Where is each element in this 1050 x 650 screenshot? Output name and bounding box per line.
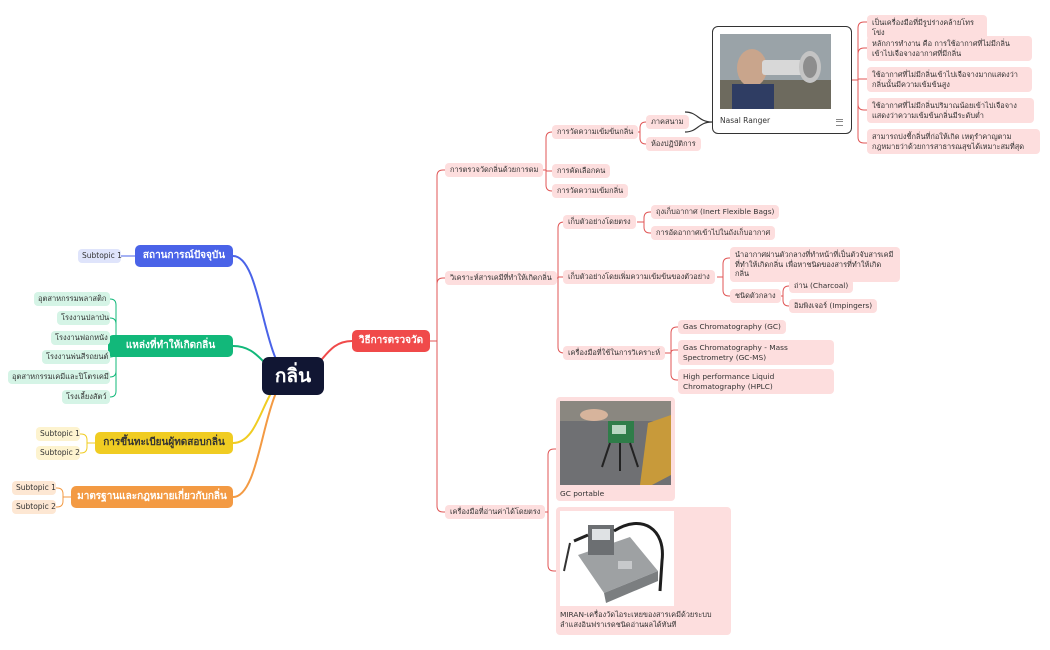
source-petrochemical[interactable]: อุตสาหกรรมเคมีและปิโตรเคมี — [8, 370, 110, 384]
link-tools-0 — [665, 326, 678, 354]
source-animal-farm[interactable]: โรงเลี้ยงสัตว์ — [62, 390, 110, 404]
link-source-sub-0 — [108, 298, 117, 347]
source-plastic[interactable]: อุตสาหกรรมพลาสติก — [34, 292, 110, 306]
link-card-note-1 — [852, 47, 867, 81]
link-method-instruments — [430, 340, 445, 513]
source-car-paint[interactable]: โรงงานพ่นสีรถยนต์ — [42, 350, 110, 364]
register-subtopic-1[interactable]: Subtopic 1 — [36, 427, 80, 441]
note-high-concentration[interactable]: ใช้อากาศที่ไม่มีกลิ่นเข้าไปเจือจางมากแสด… — [867, 67, 1032, 93]
sorbent-description[interactable]: นำอากาศผ่านตัวกลางที่ทำหน้าที่เป็นตัวจับ… — [730, 247, 900, 282]
topic-odor-sources[interactable]: แหล่งที่ทำให้เกิดกลิ่น — [108, 335, 233, 357]
direct-reading-instruments[interactable]: เครื่องมือที่อ่านค่าได้โดยตรง — [445, 505, 546, 519]
link-sensory-measure — [540, 169, 553, 192]
nasal-ranger-caption: Nasal Ranger — [720, 116, 771, 125]
panel-selection[interactable]: การคัดเลือกคน — [552, 164, 611, 178]
bag-sampling[interactable]: ถุงเก็บอากาศ (Inert Flexible Bags) — [651, 205, 780, 219]
link-register-sub-1 — [80, 442, 95, 454]
link-method-analysis — [430, 277, 445, 342]
link-media-1 — [777, 295, 790, 307]
link-source-sub-5 — [108, 345, 117, 398]
direct-sampling[interactable]: เก็บตัวอย่างโดยตรง — [563, 215, 636, 229]
note-working-principle[interactable]: หลักการทำงาน คือ การใช้อากาศที่ไม่มีกลิ่… — [867, 36, 1032, 62]
link-standards-sub-1 — [56, 496, 71, 508]
link-concentrate-desc — [717, 257, 730, 278]
odor-intensity[interactable]: การวัดความเข้มกลิ่น — [552, 184, 629, 198]
link-standards-sub-0 — [56, 487, 71, 498]
link-source-sub-1 — [108, 317, 117, 347]
link-media-0 — [777, 285, 790, 297]
tool-gc[interactable]: Gas Chromatography (GC) — [678, 320, 786, 334]
nasal-ranger-photo — [720, 34, 831, 109]
standards-subtopic-2[interactable]: Subtopic 2 — [12, 500, 56, 514]
sensory-measurement[interactable]: การตรวจวัดกลิ่นด้วยการดม — [445, 163, 544, 177]
chemical-analysis[interactable]: วิเคราะห์สารเคมีที่ทำให้เกิดกลิ่น — [445, 271, 557, 285]
miran-photo — [560, 511, 674, 606]
link-register-sub-0 — [80, 433, 95, 444]
link-card-note-3 — [852, 79, 867, 111]
current-subtopic-1[interactable]: Subtopic 1 — [78, 249, 122, 263]
link-intensity-field — [634, 121, 647, 133]
link-direct-0 — [637, 211, 651, 223]
miran-caption: MIRAN-เครื่องวัดไอระเหยของสารเคมีด้วยระบ… — [560, 610, 712, 629]
topic-measurement-methods[interactable]: วิธีการตรวจวัด — [352, 330, 430, 352]
link-instrument-gc — [540, 448, 556, 513]
tool-gc-ms[interactable]: Gas Chromatography - Mass Spectrometry (… — [678, 340, 834, 366]
sorbent-charcoal[interactable]: ถ่าน (Charcoal) — [789, 279, 854, 293]
link-concentrate-media — [717, 276, 730, 297]
field-measurement[interactable]: ภาคสนาม — [646, 115, 689, 129]
link-tools-2 — [665, 352, 678, 381]
link-card-note-0 — [852, 21, 867, 81]
gc-portable-caption: GC portable — [560, 489, 605, 498]
link-sensory-intensity — [540, 131, 553, 171]
tool-hplc[interactable]: High performance Liquid Chromatography (… — [678, 369, 834, 395]
link-intensity-lab — [634, 131, 647, 145]
concentrated-sampling[interactable]: เก็บตัวอย่างโดยเพิ่มความเข้มข้นของตัวอย่… — [563, 270, 715, 284]
link-analysis-tools — [553, 277, 565, 354]
odor-concentration[interactable]: การวัดความเข้มข้นกลิ่น — [552, 125, 639, 139]
link-analysis-direct — [553, 221, 565, 279]
sorbent-impingers[interactable]: อิมพิงเจอร์ (Impingers) — [789, 299, 878, 313]
link-instrument-miran — [540, 511, 556, 572]
link-direct-1 — [637, 221, 651, 234]
link-card-note-4 — [852, 79, 867, 144]
link-method-sensory — [430, 169, 445, 342]
topic-tester-registration[interactable]: การขึ้นทะเบียนผู้ทดสอบกลิ่น — [95, 432, 233, 454]
link-field-card — [684, 111, 713, 133]
canister-sampling[interactable]: การอัดอากาศเข้าไปในถังเก็บอากาศ — [651, 226, 776, 240]
analysis-tools[interactable]: เครื่องมือที่ใช้ในการวิเคราะห์ — [563, 346, 666, 360]
gc-portable-photo — [560, 401, 671, 485]
miran-node[interactable]: MIRAN-เครื่องวัดไอระเหยของสารเคมีด้วยระบ… — [556, 507, 731, 635]
note-low-concentration[interactable]: ใช้อากาศที่ไม่มีกลิ่นปริมาณน้อยเข้าไปเจื… — [867, 98, 1034, 124]
gc-portable-node[interactable]: GC portable — [556, 397, 675, 501]
laboratory[interactable]: ห้องปฏิบัติการ — [646, 137, 701, 151]
nasal-ranger-card[interactable]: Nasal Ranger — [712, 26, 852, 134]
notes-icon[interactable] — [836, 119, 843, 126]
topic-standards-law[interactable]: มาตรฐานและกฎหมายเกี่ยวกับกลิ่น — [71, 486, 233, 508]
standards-subtopic-1[interactable]: Subtopic 1 — [12, 481, 56, 495]
source-tannery[interactable]: โรงงานฟอกหนัง — [51, 331, 110, 345]
root-topic[interactable]: กลิ่น — [262, 357, 324, 395]
sorbent-type[interactable]: ชนิดตัวกลาง — [730, 289, 781, 303]
topic-current-situation[interactable]: สถานการณ์ปัจจุบัน — [135, 245, 233, 267]
note-nuisance-law[interactable]: สามารถบ่งชี้กลิ่นที่ก่อให้เกิด เหตุรำคาญ… — [867, 129, 1040, 155]
register-subtopic-2[interactable]: Subtopic 2 — [36, 446, 80, 460]
source-fishmeal[interactable]: โรงงานปลาป่น — [57, 311, 110, 325]
